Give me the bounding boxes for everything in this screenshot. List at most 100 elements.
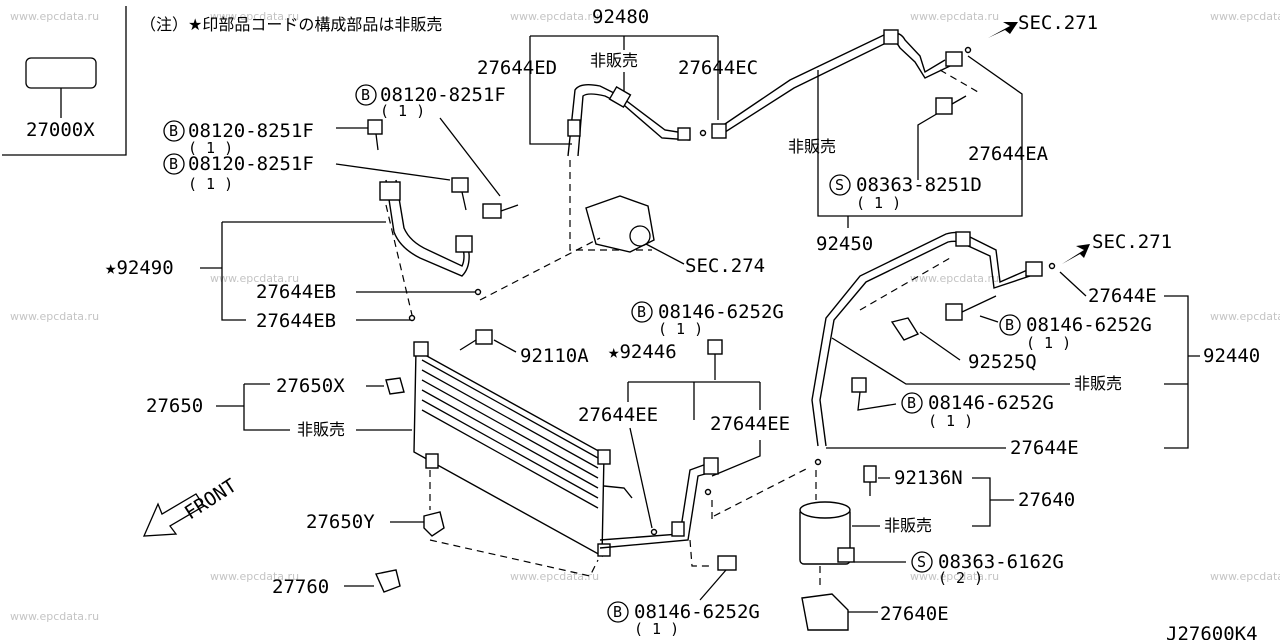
part-27650X-label: 27650X [276,375,345,397]
b-mark-icon [607,601,629,623]
part-27644EB-2-label: 27644EB [256,310,336,332]
part-92525Q-label: 92525Q [968,351,1037,373]
note-text: （注）★印部品コードの構成部品は非販売 [140,15,442,34]
part-27640E-label: 27640E [880,603,949,625]
labels-27650: 27650X 27650 非販売 [146,375,412,439]
watermark: www.epcdata.ru [910,570,999,583]
bolt-icon [945,303,963,321]
part-27644EB-1-label: 27644EB [256,281,336,303]
bolt-icon [482,203,502,219]
part-08146-6252G-b-label: 08146-6252G [928,392,1054,414]
b-mark-letter: B [1005,316,1014,334]
s-mark-letter: S [917,553,926,571]
watermark: www.epcdata.ru [510,10,599,23]
part-27644EA-label: 27644EA [968,143,1049,165]
bolt-b08120-b-group: B 08120-8251F ( 1 ) [163,119,383,157]
hanbai-cond-label: 非販売 [297,420,345,439]
part-92440-label: 92440 [1203,345,1260,367]
b-mark-icon [163,153,185,175]
part-92446-label: ★92446 [608,341,677,363]
bolt-icon [451,177,469,193]
pipe-92450-group: 非販売 27644EA S 08363-8251D ( 1 ) 92450 [788,55,1049,255]
b-mark-icon [901,392,923,414]
part-92450-label: 92450 [816,233,873,255]
qty-label: ( 1 ) [380,102,425,120]
part-08146-6252G-c-label: 08146-6252G [658,301,784,323]
part-92480-label: 92480 [592,6,649,28]
b-mark-letter: B [613,603,622,621]
rubber-mount-icon [423,511,445,537]
bolt-icon [707,339,723,355]
hose-92490-group: ★92490 27644EB 27644EB [105,179,482,332]
b-mark-letter: B [907,394,916,412]
sensor-icon [863,465,877,483]
clip-icon [890,317,920,341]
s-mark-letter: S [835,176,844,194]
bolt-b08120-c-group: B 08120-8251F ( 1 ) [163,153,469,211]
part-27644EC-label: 27644EC [678,57,758,79]
qty-label: ( 1 ) [634,620,679,638]
part-08120-8251F-c-label: 08120-8251F [188,153,314,175]
watermark: www.epcdata.ru [1210,570,1280,583]
part-27644E-1-label: 27644E [1088,285,1157,307]
b-mark-icon [163,120,185,142]
bolt-icon [717,555,737,571]
lower-parts-group: 27650Y 27760 B 08146-6252G ( 1 ) [272,511,760,638]
hanbai-mid-label: 非販売 [788,137,836,156]
hanbai-top-label: 非販売 [590,51,638,70]
bolt-icon [837,547,855,563]
receiver-tank-27640: 92136N 27640 非販売 S 08363-6162G ( 2 ) 276… [799,465,1075,631]
bolt-92110A-group: 92110A [459,329,589,367]
qty-label: ( 1 ) [856,194,901,212]
pipe-92480-group: 92480 非販売 27644ED 27644EC [477,6,972,251]
b-mark-letter: B [169,155,178,173]
qty-label: ( 1 ) [188,175,233,193]
part-27000X-label: 27000X [26,119,95,141]
part-27760-label: 27760 [272,576,329,598]
bolt-icon [367,119,383,135]
receiver-cover-part [25,57,97,89]
watermark: www.epcdata.ru [510,570,599,583]
watermark: www.epcdata.ru [910,10,999,23]
watermark: www.epcdata.ru [10,610,99,623]
watermark: www.epcdata.ru [1210,10,1280,23]
part-27644EE-1-label: 27644EE [578,404,658,426]
arrow-icon [1062,244,1090,264]
qty-label: ( 1 ) [928,412,973,430]
watermark: www.epcdata.ru [210,10,299,23]
pipe-92446-group: B 08146-6252G ( 1 ) ★92446 27644EE 27644… [578,301,809,567]
part-92490-label: ★92490 [105,257,174,279]
bracket-icon [801,593,849,631]
watermark: www.epcdata.ru [210,570,299,583]
b-mark-letter: B [637,303,646,321]
inset-box: 27000X [2,6,127,156]
clip-icon [375,569,401,593]
condenser-27650 [413,341,633,577]
part-08363-6162G-label: 08363-6162G [938,551,1064,573]
bolt-b08120-a-group: B 08120-8251F ( 1 ) [355,84,519,219]
front-arrow-icon [142,493,205,537]
b-mark-icon [999,314,1021,336]
b-mark-letter: B [169,122,178,140]
hanbai-tank-label: 非販売 [884,516,932,535]
qty-label: ( 1 ) [1026,334,1071,352]
part-27650-label: 27650 [146,395,203,417]
bolt-icon [851,377,867,393]
pipe-92440-group: SEC.271 27644E 92440 B 08146-6252G ( 1 )… [811,231,1260,466]
part-08120-8251F-a-label: 08120-8251F [380,84,506,106]
part-27640-label: 27640 [1018,489,1075,511]
part-08146-6252G-a-label: 08146-6252G [1026,314,1152,336]
part-92136N-label: 92136N [894,467,963,489]
part-08363-8251D-label: 08363-8251D [856,174,982,196]
qty-label: ( 1 ) [188,139,233,157]
qty-label: ( 1 ) [658,320,703,338]
bolt-icon [475,329,493,345]
part-27644EE-2-label: 27644EE [710,413,790,435]
part-08120-8251F-b-label: 08120-8251F [188,120,314,142]
sec271-top-label: SEC.271 [1018,12,1098,34]
rubber-mount-icon [385,377,405,395]
part-27650Y-label: 27650Y [306,511,375,533]
diagram-code: J27600K4 [1166,623,1258,640]
hanbai-right-label: 非販売 [1074,374,1122,393]
